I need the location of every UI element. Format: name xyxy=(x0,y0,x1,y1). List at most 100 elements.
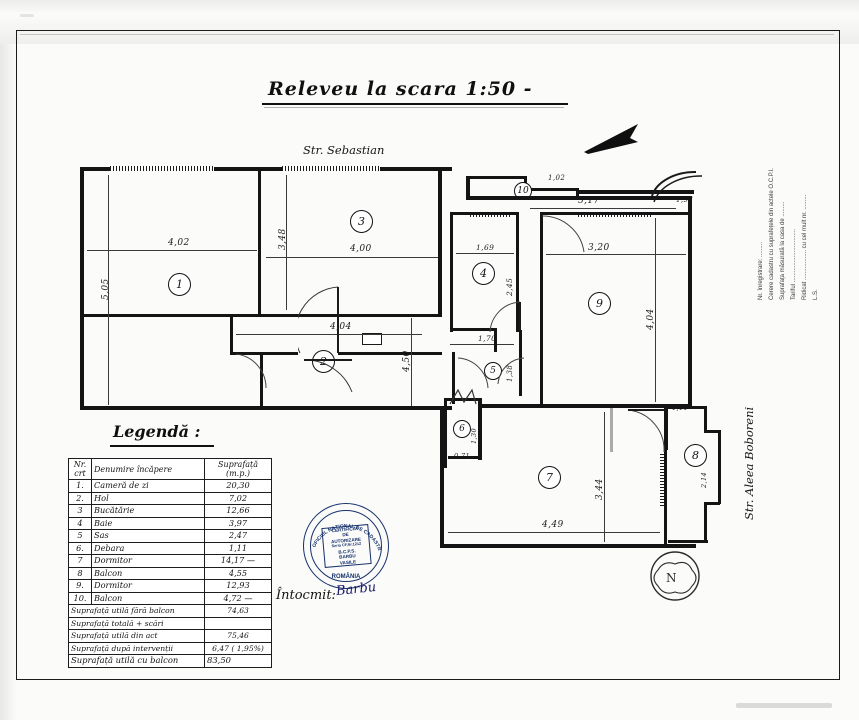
wall-hol-top-right xyxy=(338,352,442,355)
scan-artifact-left xyxy=(0,44,16,720)
wall-room8-bottom xyxy=(668,540,708,543)
fixture-hol xyxy=(362,333,382,345)
dimension-top-right-short: 1,93 xyxy=(676,196,694,204)
legend-header-nr: Nr. crt xyxy=(68,458,92,480)
dimension-room4-height: 2,45 xyxy=(505,277,514,296)
dimension-line-room9-width xyxy=(546,254,686,255)
legend-row-area: 2,47 xyxy=(204,529,272,543)
legend-row-name: Debara xyxy=(91,541,205,555)
scan-artifact-bottom xyxy=(0,14,859,44)
scan-smudge xyxy=(736,703,832,708)
door-swing-kitchen xyxy=(298,286,339,354)
wall-room4-bottom xyxy=(450,328,494,331)
form-field-line: Cerere cadastru cu suprafețele din actel… xyxy=(769,168,775,300)
wall-room6-right xyxy=(478,398,482,460)
page-title-underline-2 xyxy=(264,107,564,108)
window-room3 xyxy=(282,166,380,171)
dimension-line-room10 xyxy=(530,208,676,209)
legend-title-underline xyxy=(110,445,214,447)
wall-hol-left-upper xyxy=(230,314,233,354)
legend-row-name: Balcon xyxy=(91,591,205,605)
door-swing-hol xyxy=(303,359,353,393)
legend-row-name: Dormitor xyxy=(91,579,205,593)
wall-balcony10-right xyxy=(576,188,579,198)
dimension-line-room1-height xyxy=(108,175,109,405)
room-number-3: 3 xyxy=(350,210,373,233)
dimension-room1-height: 5,05 xyxy=(101,278,111,300)
dimension-room6-width: 0,71 xyxy=(454,452,471,460)
legend-row-area: 4,55 xyxy=(204,566,272,580)
dimension-room8-width: 1,11 xyxy=(672,404,689,412)
legend-summary-name: Suprafață după intervenții xyxy=(68,641,205,655)
exterior-wall-bottom-lower xyxy=(440,544,696,548)
stamp-inner-ring xyxy=(310,510,382,582)
window-room7 xyxy=(660,452,665,506)
legend-summary-name: Suprafață utilă din act xyxy=(68,629,205,643)
wall-room4-right xyxy=(516,212,519,332)
legend-row-nr: 5 xyxy=(68,529,92,543)
dimension-line-room7-width xyxy=(448,532,660,533)
legend-row-area: 1,11 xyxy=(204,541,272,555)
wall-room4-top xyxy=(450,212,518,215)
wall-balcony10-top xyxy=(466,176,526,179)
stamp-line-7: VASILE xyxy=(339,558,357,566)
exterior-wall-left-lower xyxy=(440,408,444,548)
authorization-stamp: OFICIUL NAȚIONAL DE CADASTRU, GEODEZIE Ș… xyxy=(303,503,389,589)
dimension-line-room4-width xyxy=(456,253,514,254)
street-label-top: Str. Sebastian xyxy=(303,143,385,157)
exterior-wall-bottom-left xyxy=(80,406,452,410)
wall-room3-bottom xyxy=(261,314,441,317)
door-swing-room7 xyxy=(627,409,665,453)
exterior-wall-top-right xyxy=(466,196,692,200)
wall-room1-bottom xyxy=(84,314,261,317)
dimension-room10-width: 5,17 xyxy=(578,196,600,206)
legend-row-area: 14,17 — xyxy=(204,554,272,568)
legend-row-nr: 8 xyxy=(68,566,92,580)
legend-row-name: Bucătărie xyxy=(91,504,205,518)
legend-title: Legendă : xyxy=(113,422,201,441)
wall-room3-right xyxy=(438,171,442,317)
door-swing-room9 xyxy=(541,215,585,253)
legend-summary-area: 6,47 ( 1,95%) xyxy=(204,641,272,655)
room-number-9: 9 xyxy=(588,292,611,315)
wall-room8-right xyxy=(718,430,721,504)
dimension-room3-width: 4,00 xyxy=(350,244,372,254)
legend-summary-area: 75,46 xyxy=(204,629,272,643)
legend-row-name: Sas xyxy=(91,529,205,543)
dimension-room9-width: 3,20 xyxy=(588,243,610,253)
door-swing-hol-left xyxy=(235,353,267,389)
drawing-frame xyxy=(16,30,840,680)
dimension-room1-width: 4,02 xyxy=(168,238,190,248)
legend-row-nr: 3 xyxy=(68,504,92,518)
legend-row-name: Baie xyxy=(91,516,205,530)
door-swing-room6 xyxy=(449,388,477,405)
legend-summary-name: Suprafață utilă fără balcon xyxy=(68,604,205,618)
wall-room8-top xyxy=(668,406,706,409)
legend-row-area: 7,02 xyxy=(204,491,272,505)
exterior-wall-left xyxy=(80,167,84,410)
legend-row-nr: 6. xyxy=(68,541,92,555)
wall-balcony10-left xyxy=(466,176,470,198)
room-number-4: 4 xyxy=(472,262,495,285)
author-label: Întocmit: xyxy=(276,588,336,603)
svg-text:N: N xyxy=(666,571,677,585)
legend-table: Nr. crt Denumire încăpere Suprafață (m.p… xyxy=(68,458,272,668)
room-number-5: 5 xyxy=(484,362,502,380)
wall-room6-left xyxy=(444,398,447,468)
form-field-line: Nr. înregistrare: ......... xyxy=(758,241,764,300)
dimension-line-room2-height xyxy=(411,318,412,406)
legend-total-name: Suprafață utilă cu balcon xyxy=(68,654,205,668)
legend-row-name: Dormitor xyxy=(91,554,205,568)
page-title: Releveu la scara 1:50 - xyxy=(268,78,533,100)
legend-row-nr: 4 xyxy=(68,516,92,530)
wall-room8-step-top xyxy=(704,430,720,433)
dimension-room10-small: 1,02 xyxy=(548,174,566,182)
wall-room4-left xyxy=(450,212,453,332)
